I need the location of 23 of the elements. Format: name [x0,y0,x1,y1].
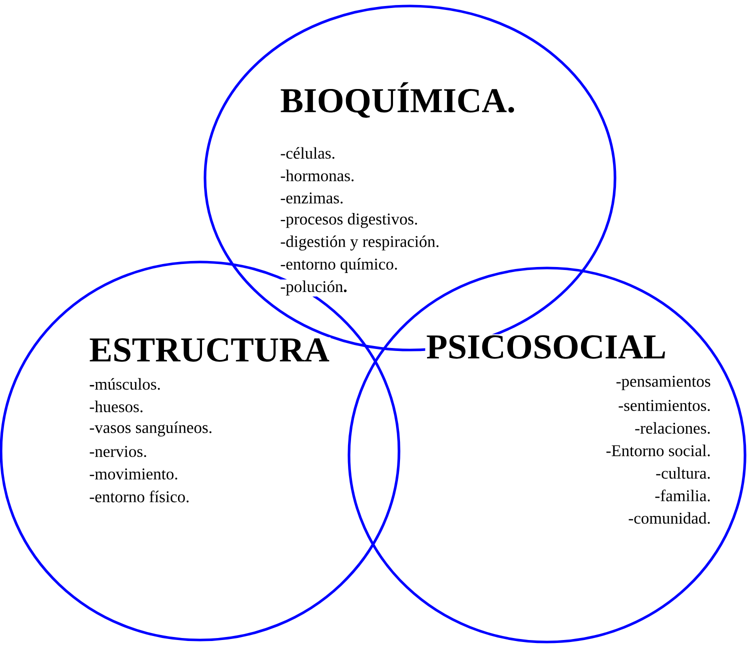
list-item: -cultura. [654,466,712,480]
list-item: -músculos. [88,377,162,391]
list-item: -sentimientos. [617,398,712,412]
list-item: -polución. [279,280,348,296]
list-item: -hormonas. [279,168,356,182]
list-item: -Entorno social. [604,444,712,458]
list-item: -nervios. [88,444,148,458]
list-item: -pensamientos [614,374,712,392]
list-item: -huesos. [88,400,145,414]
list-item: -entorno químico. [279,257,399,274]
list-item: -entorno físico. [88,490,191,504]
list-item: -comunidad. [627,511,712,525]
list-item: -vasos sanguíneos. [88,420,214,438]
list-item: -células. [279,146,336,160]
list-item: -digestión y respiración. [279,234,441,252]
circle-heading: ESTRUCTURA [88,337,330,363]
list-item: -procesos digestivos. [279,212,420,229]
list-item: -enzimas. [279,191,345,205]
circle-heading: BIOQUÍMICA. [279,81,517,119]
list-item: -relaciones. [634,421,712,435]
circle-heading: PSICOSOCIAL [425,334,668,360]
list-item: -familia. [654,488,712,502]
list-item: -movimiento. [88,467,180,481]
